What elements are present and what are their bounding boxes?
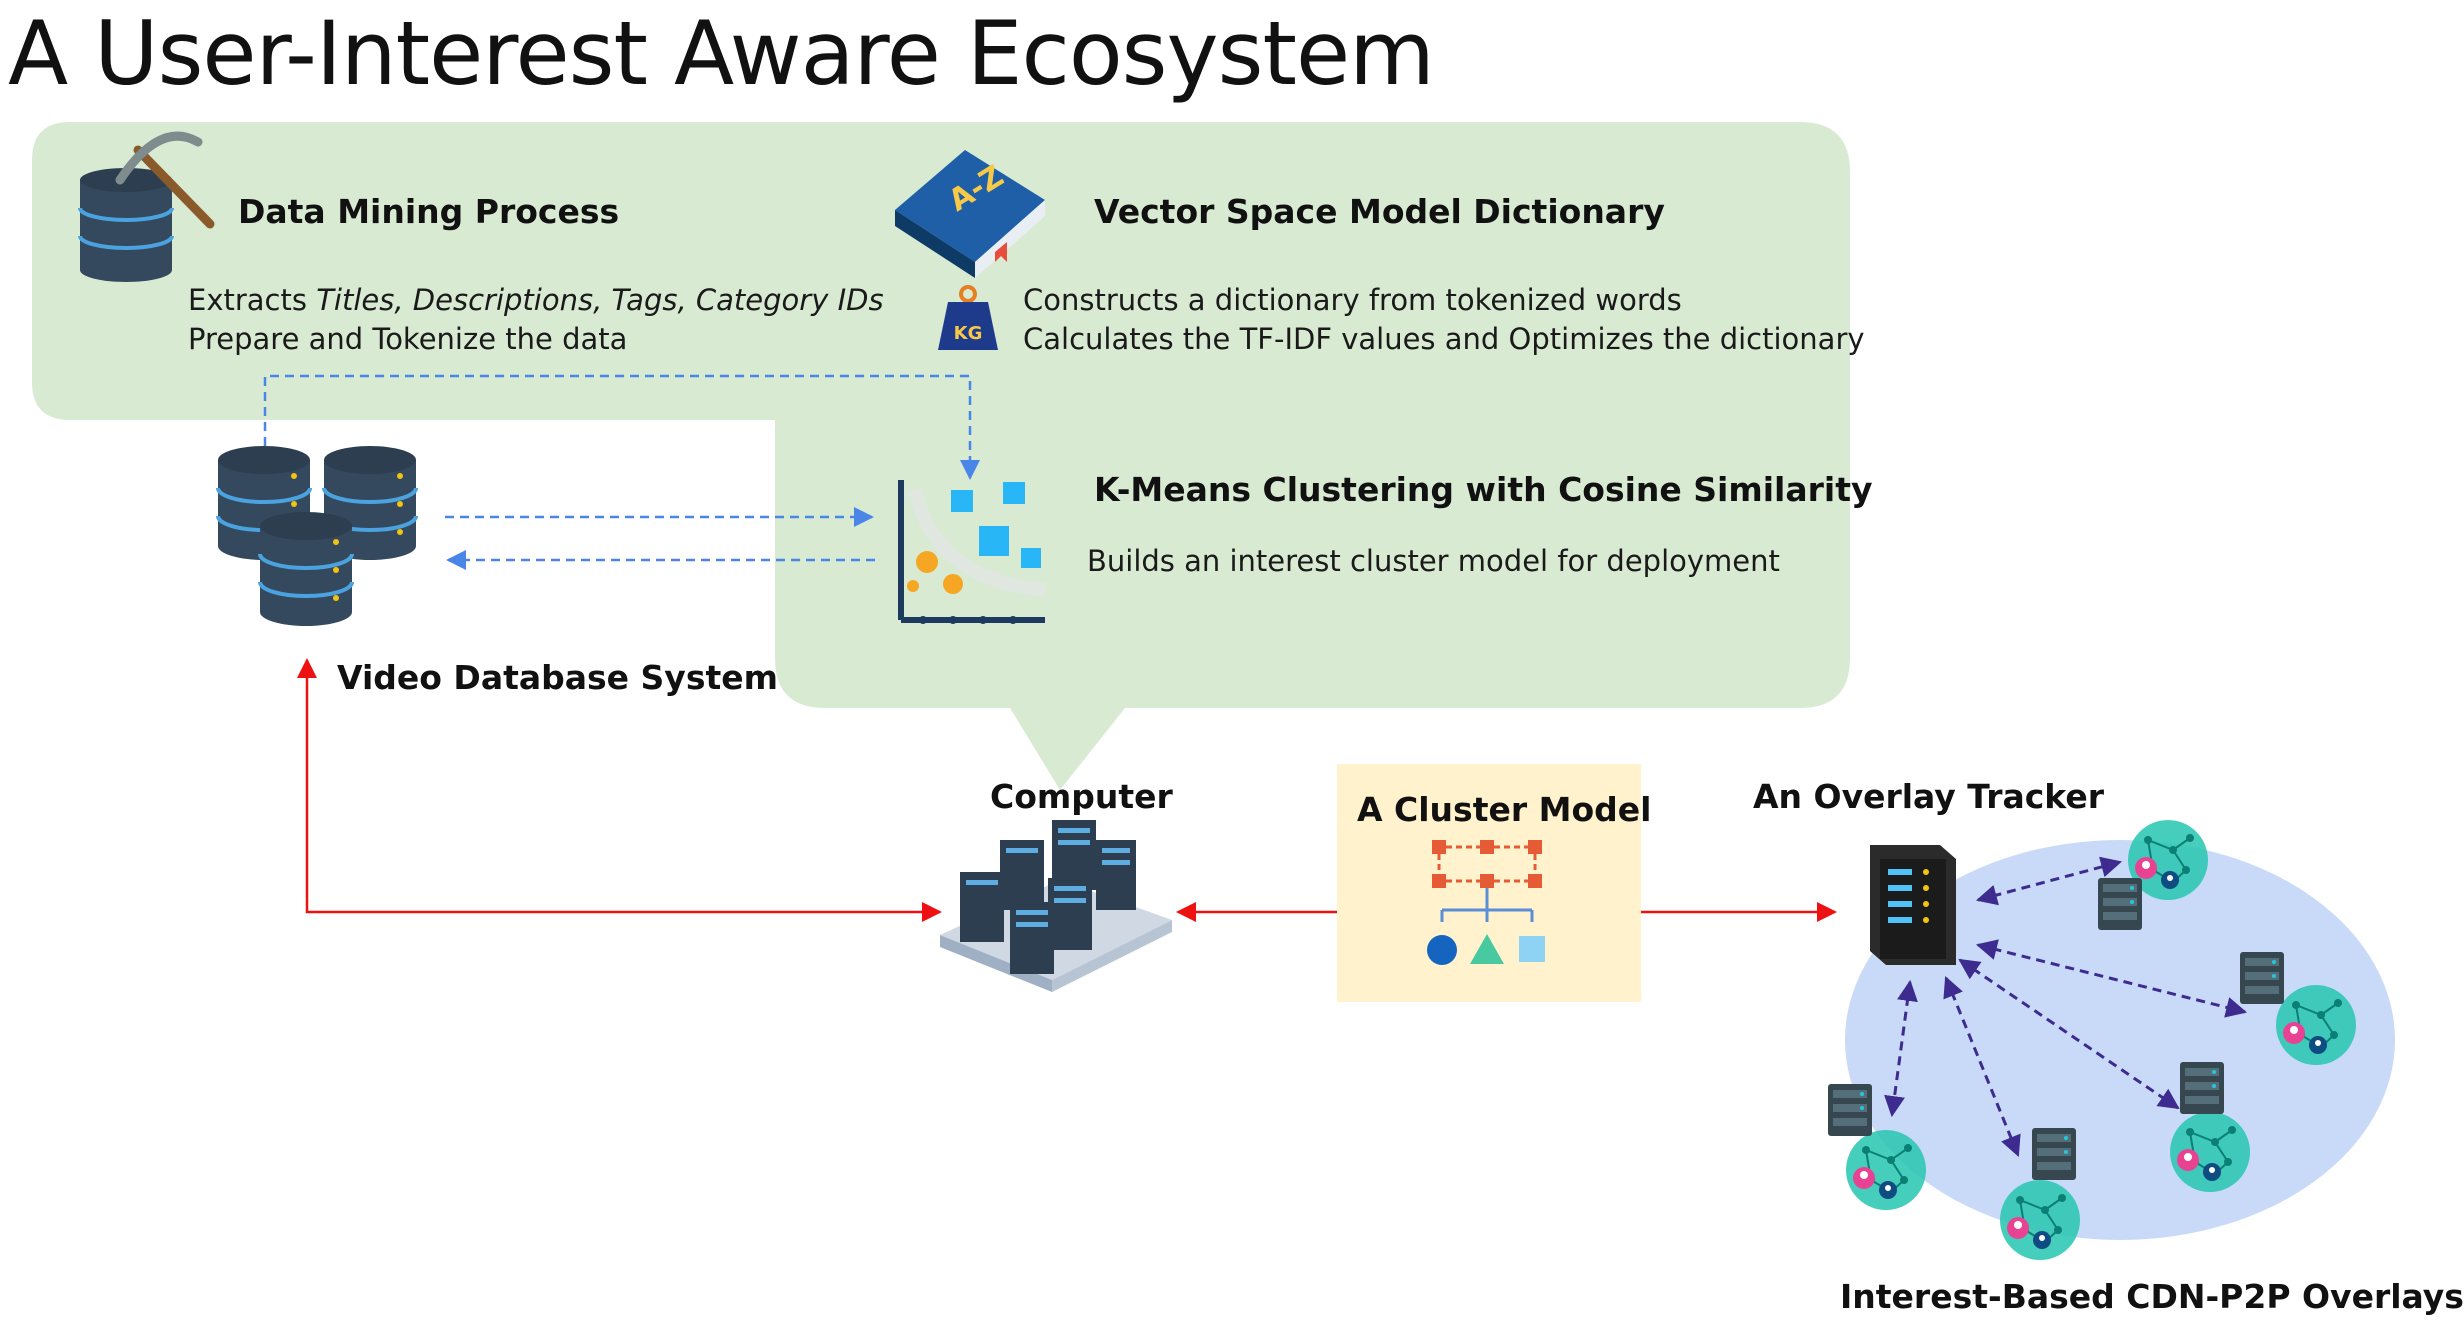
computer-label: Computer (990, 777, 1173, 816)
mining-to-clustering-arrow (263, 374, 980, 480)
video-database-label: Video Database System (337, 658, 779, 697)
tracker-overlay-arrow-5 (1884, 979, 1918, 1118)
kmeans-heading: K-Means Clustering with Cosine Similarit… (1094, 470, 1873, 509)
kmeans-chart-icon (898, 480, 1046, 624)
ecosystem-diagram: A-Z KG (32, 122, 2395, 1261)
kmeans-line1: Builds an interest cluster model for dep… (1087, 544, 1780, 578)
overlay-tracker-icon (1870, 845, 1956, 965)
cluster-model-label: A Cluster Model (1357, 790, 1652, 829)
data-mining-line1: Extracts Titles, Descriptions, Tags, Cat… (188, 281, 884, 320)
data-mining-line1-prefix: Extracts (188, 283, 317, 317)
page-title: A User-Interest Aware Ecosystem (8, 2, 1435, 105)
data-mining-line1-fields: Titles, Descriptions, Tags, Category IDs (316, 283, 884, 317)
kg-weight-icon: KG (938, 285, 998, 350)
data-mining-heading: Data Mining Process (238, 192, 620, 231)
overlays-label: Interest-Based CDN-P2P Overlays (1840, 1277, 2464, 1316)
db-computer-arrow (297, 658, 942, 922)
overlay-tracker-label: An Overlay Tracker (1753, 777, 2105, 816)
tracker-overlay-arrow-1 (1975, 856, 2123, 906)
vsm-heading: Vector Space Model Dictionary (1094, 192, 1665, 231)
vsm-line2: Calculates the TF-IDF values and Optimiz… (1023, 322, 1865, 356)
tracker-overlay-arrow-4 (1943, 976, 2021, 1157)
computer-icon (940, 820, 1172, 992)
kg-label: KG (954, 323, 983, 344)
process-bubble (32, 122, 1850, 790)
data-mining-icon (78, 131, 215, 282)
data-mining-line2: Prepare and Tokenize the data (188, 322, 628, 356)
cluster-model-icon (1427, 840, 1545, 965)
vsm-line1: Constructs a dictionary from tokenized w… (1023, 283, 1682, 317)
video-database-icon (216, 444, 418, 628)
